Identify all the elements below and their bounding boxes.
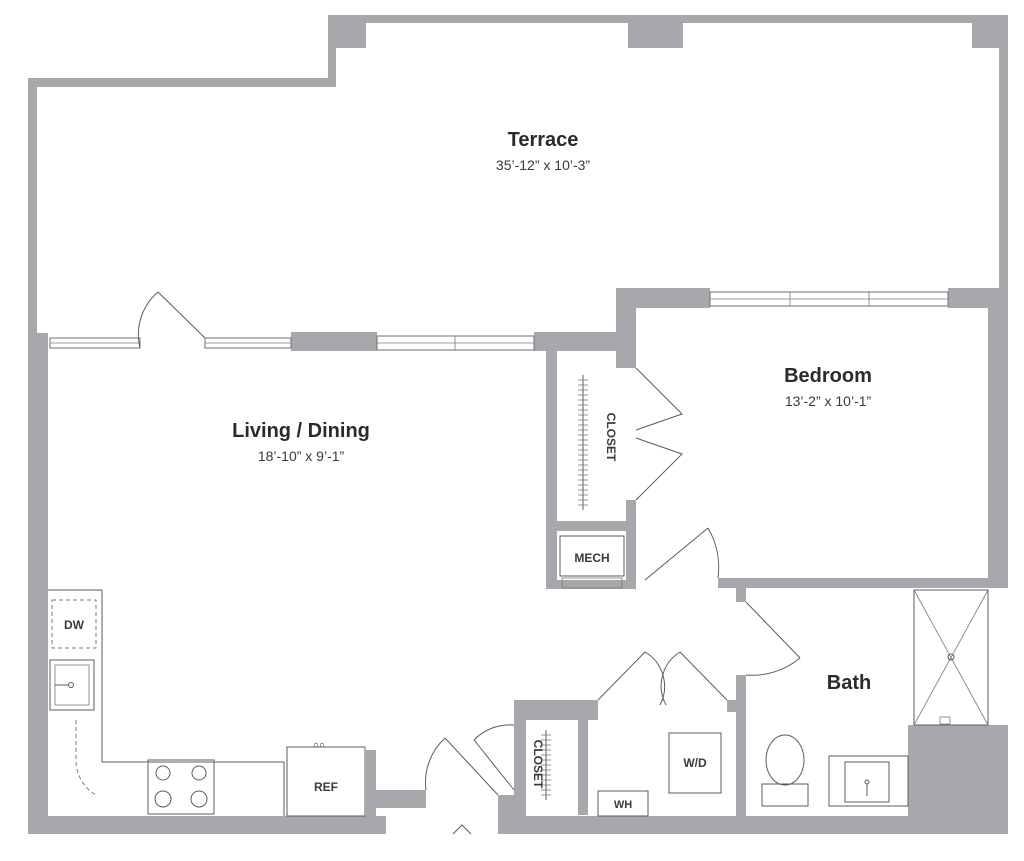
burner [154,790,172,808]
washer-dryer-label: W/D [683,756,707,770]
mech-room [559,535,625,589]
washer-dryer [668,732,722,794]
refrigerator-label: REF [314,780,338,794]
burner [191,765,207,781]
entry-arrow-icon [452,824,472,835]
closet-rods [541,375,588,800]
kitchen-sink [49,659,95,711]
mech-label: MECH [574,551,609,565]
room-name-living: Living / Dining [232,420,370,442]
refrigerator [286,746,366,817]
bath-fixtures [761,589,989,807]
room-name-bedroom: Bedroom [784,365,872,387]
toilet-tank [761,783,809,807]
room-dims-living: 18’-10” x 9’-1” [258,448,345,464]
windows [49,291,949,351]
dishwasher-label: DW [64,618,85,632]
laundry [597,732,722,817]
closet-label-entry: CLOSET [531,740,545,789]
walls [28,15,1008,834]
doors [137,291,801,796]
kitchen [48,589,366,817]
cooktop [147,759,215,815]
water-heater-label: WH [614,799,632,811]
burner [155,765,171,781]
room-name-terrace: Terrace [508,129,579,151]
room-dims-terrace: 35’-12” x 10’-3” [496,157,590,173]
water-heater [597,790,649,817]
toilet-bowl [765,734,805,786]
room-name-bath: Bath [827,672,871,694]
labels: Terrace 35’-12” x 10’-3” Living / Dining… [64,129,872,811]
vanity [828,755,909,807]
shower [913,589,989,726]
room-dims-bedroom: 13’-2” x 10’-1” [785,393,872,409]
bath-sink [844,761,890,803]
burner [190,790,208,808]
dishwasher [51,599,97,649]
closet-label-bedroom: CLOSET [604,413,618,462]
